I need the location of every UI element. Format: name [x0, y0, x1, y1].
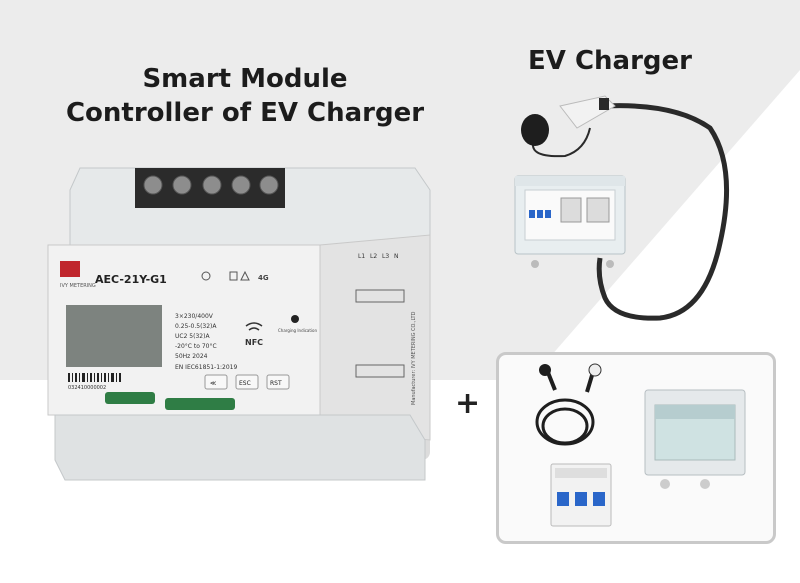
serial-number: 032410000002 — [68, 385, 106, 391]
brand-small-text: IVY METERING — [60, 283, 96, 289]
spec-line-6: EN IEC61851-1:2019 — [175, 364, 237, 371]
ev-charger-heading: EV Charger — [528, 46, 692, 76]
button-back-label: ≪ — [210, 380, 216, 387]
kit-components-image — [535, 363, 746, 527]
spec-line-5: 50Hz 2024 — [175, 353, 208, 360]
wifi-icon — [245, 322, 263, 331]
meter-model: AEC-21Y-G1 — [95, 273, 167, 286]
lcd-display — [66, 305, 162, 367]
indicator-label: Charging Indication — [278, 328, 317, 333]
controller-heading-line2: Controller of EV Charger — [65, 98, 425, 128]
ev-charger-image — [514, 95, 730, 321]
button-rst-label: RST — [270, 380, 282, 387]
side-label-n: N — [394, 253, 399, 260]
side-label-l2: L2 — [370, 253, 377, 260]
spec-line-1: 3×230/400V — [175, 313, 214, 320]
side-label-l3: L3 — [382, 253, 389, 260]
plus-sign: + — [455, 386, 481, 421]
side-terminal-labels: L1 L2 L3 N — [358, 253, 399, 260]
charging-cable-image — [535, 363, 602, 446]
smart-meter-image: IVY METERING AEC-21Y-G1 4G 3×230/400V 0.… — [47, 167, 431, 481]
meter-buttons — [204, 374, 290, 390]
spec-line-3: UC2 5(32)A — [175, 333, 210, 340]
side-label-l1: L1 — [358, 253, 365, 260]
spec-line-4: -20°C to 70°C — [175, 343, 217, 350]
controller-heading-line1: Smart Module — [142, 64, 348, 94]
spec-line-2: 0.25-0.5(32)A — [175, 323, 217, 330]
enclosure-box-image — [644, 389, 746, 489]
circuit-breaker-image — [550, 463, 612, 527]
status-icons — [201, 270, 250, 281]
side-manufacturer-text: Manufacturer: IVY METERING CO.,LTD — [411, 311, 417, 405]
network-label: 4G — [258, 274, 269, 282]
indicator-led — [291, 315, 299, 323]
barcode — [68, 373, 121, 382]
button-esc-label: ESC — [239, 380, 251, 387]
nfc-label: NFC — [245, 338, 263, 347]
controller-heading: Smart Module Controller of EV Charger — [40, 62, 450, 130]
